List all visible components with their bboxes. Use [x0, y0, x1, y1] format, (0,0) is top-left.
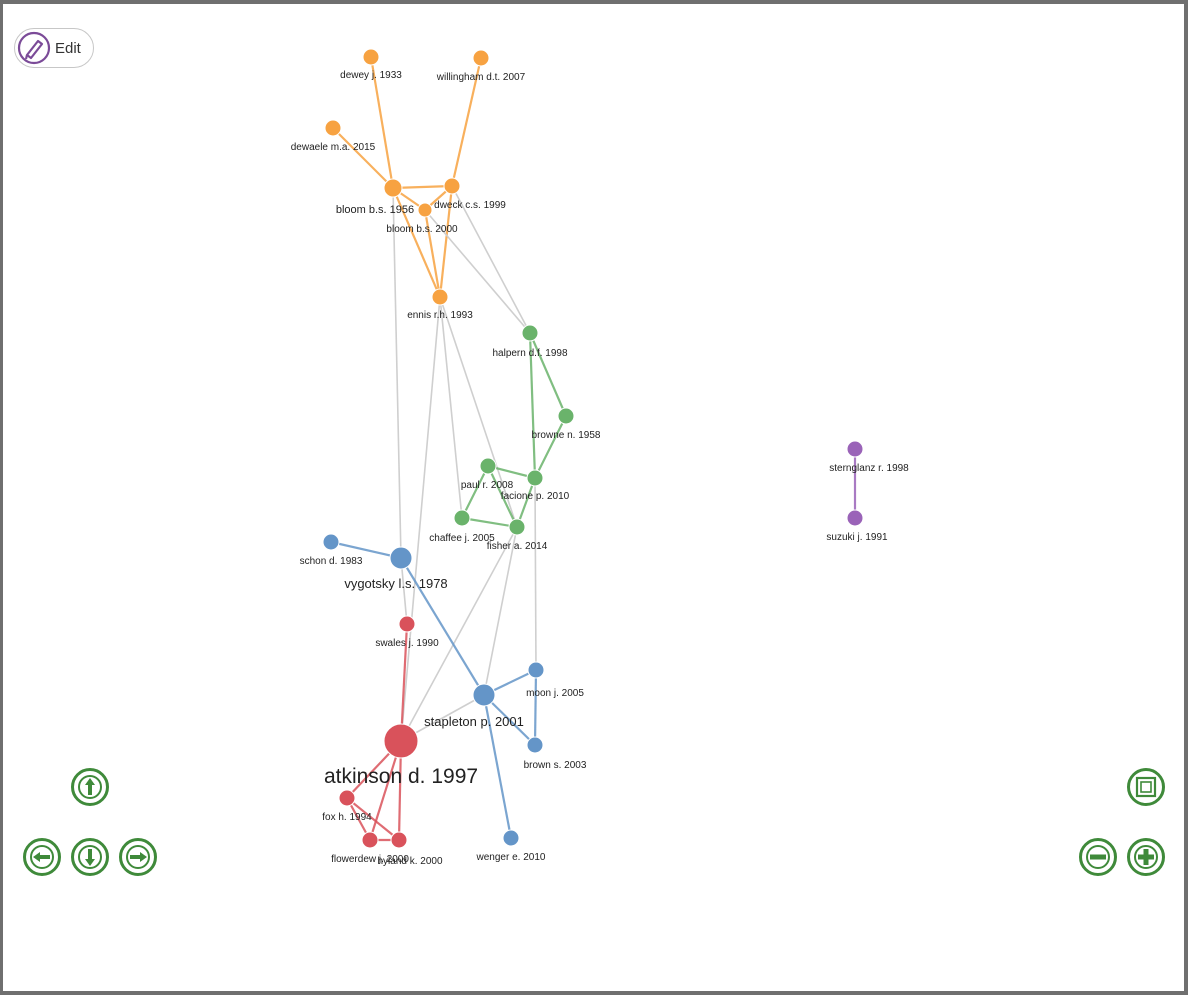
node-label: willingham d.t. 2007: [436, 72, 526, 83]
node-label: halpern d.f. 1998: [492, 348, 567, 359]
node-label: stapleton p. 2001: [424, 714, 524, 729]
node-label: facione p. 2010: [501, 491, 570, 502]
graph-edge: [534, 477, 537, 671]
graph-edge: [528, 332, 568, 417]
edit-button[interactable]: Edit: [14, 28, 94, 68]
graph-node[interactable]: [527, 661, 545, 679]
node-label: hyland k. 2000: [377, 856, 442, 867]
graph-edge: [332, 127, 394, 189]
graph-node[interactable]: [322, 533, 340, 551]
node-label: suzuki j. 1991: [826, 532, 888, 543]
graph-edge: [400, 557, 485, 696]
graph-edge: [487, 465, 518, 528]
node-label: browne n. 1958: [532, 430, 601, 441]
node-label: bloom b.s. 1956: [336, 204, 414, 216]
node-label: fisher a. 2014: [487, 541, 548, 552]
graph-node[interactable]: [431, 288, 449, 306]
node-label: wenger e. 2010: [476, 852, 546, 863]
node-label: fox h. 1994: [322, 812, 372, 823]
edges-layer: [330, 56, 857, 842]
arrow-left-icon[interactable]: [22, 837, 62, 877]
node-label: flowerdew j. 2000: [331, 854, 409, 865]
graph-edge: [369, 56, 395, 189]
graph-edge: [400, 526, 518, 742]
graph-edge: [391, 187, 442, 298]
node-label: bloom b.s. 2000: [386, 224, 458, 235]
edit-label: Edit: [55, 39, 81, 57]
graph-node[interactable]: [557, 407, 575, 425]
arrow-up-icon[interactable]: [70, 767, 110, 807]
graph-edge: [423, 209, 442, 298]
graph-edge: [346, 797, 400, 841]
node-label: brown s. 2003: [524, 760, 587, 771]
pencil-icon: [17, 31, 51, 65]
labels-layer: dewey j. 1933 willingham d.t. 2007 dewaele…: [291, 70, 909, 867]
zoom-in-icon[interactable]: [1126, 837, 1166, 877]
graph-node[interactable]: [472, 683, 496, 707]
graph-edge: [528, 332, 537, 479]
node-label: sternglanz r. 1998: [829, 463, 909, 474]
node-label: swales j. 1990: [375, 638, 439, 649]
graph-edge: [534, 415, 567, 479]
node-label: dewaele m.a. 2015: [291, 142, 376, 153]
graph-edge: [483, 526, 518, 696]
graph-edge: [330, 540, 402, 560]
graph-node[interactable]: [526, 469, 544, 487]
node-label: atkinson d. 1997: [324, 765, 478, 788]
graph-node[interactable]: [324, 119, 342, 137]
graph-node[interactable]: [846, 440, 864, 458]
node-label: dweck c.s. 1999: [434, 200, 506, 211]
graph-node[interactable]: [338, 789, 356, 807]
graph-node[interactable]: [453, 509, 471, 527]
graph-edge: [515, 477, 537, 528]
graph-edge: [424, 209, 531, 334]
graph-node[interactable]: [389, 546, 413, 570]
graph-edge: [451, 185, 531, 334]
arrow-down-icon[interactable]: [70, 837, 110, 877]
zoom-out-icon[interactable]: [1078, 837, 1118, 877]
graph-edge: [392, 187, 402, 559]
graph-edge: [461, 516, 518, 529]
graph-edge: [399, 623, 409, 742]
graph-node[interactable]: [443, 177, 461, 195]
graph-edge: [438, 185, 454, 298]
graph-node[interactable]: [479, 457, 497, 475]
graph-node[interactable]: [383, 723, 419, 759]
graph-node[interactable]: [521, 324, 539, 342]
graph-edge: [483, 694, 536, 746]
graph-edge: [461, 465, 489, 519]
arrow-right-icon[interactable]: [118, 837, 158, 877]
node-label: moon j. 2005: [526, 688, 584, 699]
graph-node[interactable]: [502, 829, 520, 847]
graph-node[interactable]: [361, 831, 379, 849]
node-label: ennis r.h. 1993: [407, 310, 473, 321]
graph-edge: [482, 694, 513, 839]
graph-node[interactable]: [362, 48, 380, 66]
graph-node[interactable]: [417, 202, 433, 218]
graph-node[interactable]: [472, 49, 490, 67]
node-label: paul r. 2008: [461, 480, 514, 491]
graph-edge: [392, 184, 453, 190]
graph-node[interactable]: [383, 178, 403, 198]
graph-edge: [439, 296, 518, 528]
node-label: vygotsky l.s. 1978: [344, 576, 447, 591]
graph-node[interactable]: [526, 736, 544, 754]
node-label: schon d. 1983: [300, 556, 363, 567]
graph-node[interactable]: [398, 615, 416, 633]
graph-node[interactable]: [846, 509, 864, 527]
node-label: dewey j. 1933: [340, 70, 402, 81]
graph-node[interactable]: [390, 831, 408, 849]
graph-edge: [533, 669, 538, 746]
graph-edge: [450, 57, 483, 187]
zoom-extends-icon[interactable]: [1126, 767, 1166, 807]
node-label: chaffee j. 2005: [429, 533, 495, 544]
graph-node[interactable]: [508, 518, 526, 536]
graph-edge: [400, 296, 441, 742]
nodes-layer: [322, 48, 864, 849]
graph-edge: [439, 296, 463, 519]
